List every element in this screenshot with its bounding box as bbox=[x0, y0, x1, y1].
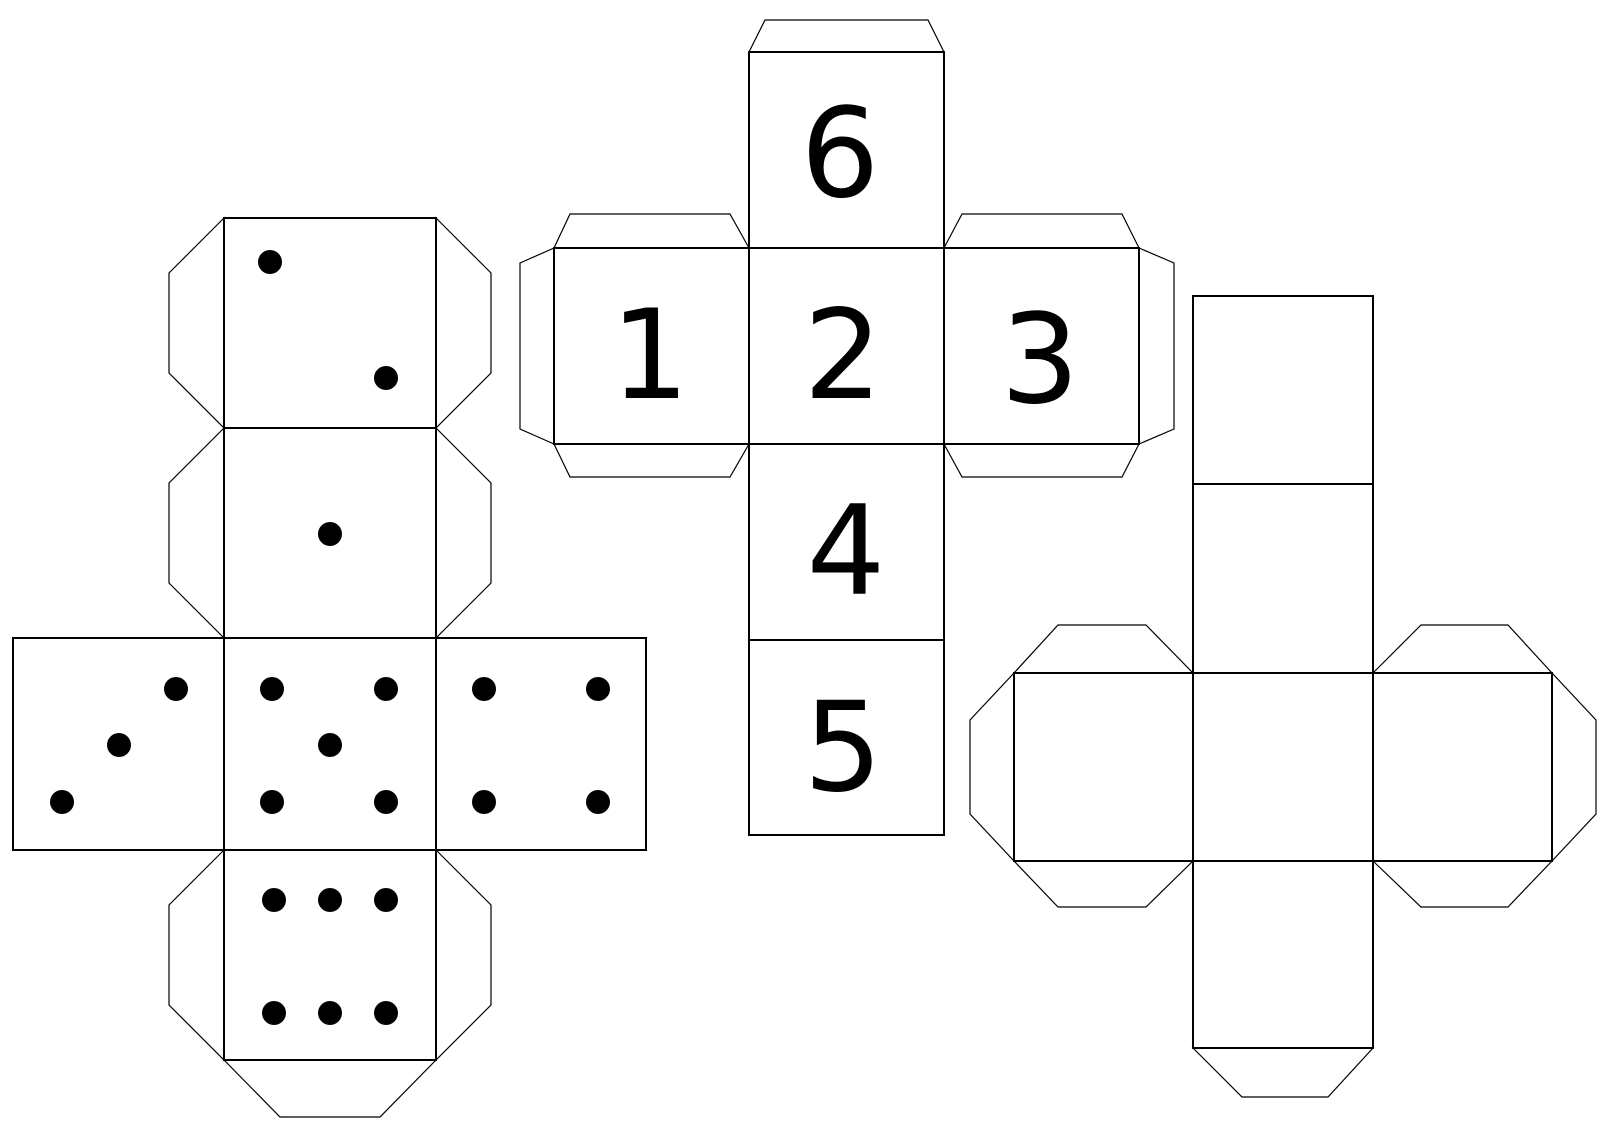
tab-blank-left-bottom bbox=[1012, 860, 1195, 908]
tab-blank-bottom bbox=[1191, 1047, 1375, 1098]
pip bbox=[374, 366, 398, 390]
pip bbox=[164, 677, 188, 701]
tab-dot-upper-left bbox=[168, 426, 225, 640]
tab-num-left-side bbox=[519, 247, 555, 445]
pip bbox=[318, 522, 342, 546]
pip bbox=[258, 250, 282, 274]
face-label-bottom: 5 bbox=[804, 676, 883, 820]
face-blank-center bbox=[1192, 672, 1374, 862]
face-blank-bottom bbox=[1192, 860, 1374, 1049]
pip bbox=[374, 1001, 398, 1025]
tab-blank-right-bottom bbox=[1371, 860, 1554, 908]
pip bbox=[107, 733, 131, 757]
pip bbox=[586, 790, 610, 814]
tab-blank-right-top bbox=[1371, 624, 1554, 674]
pip bbox=[374, 677, 398, 701]
tab-dot-bottom-right bbox=[435, 848, 492, 1062]
face-blank-upper-middle bbox=[1192, 483, 1374, 674]
face-label-left: 1 bbox=[611, 284, 690, 428]
face-num-center bbox=[748, 247, 945, 445]
pips-face-five bbox=[260, 677, 398, 814]
pip bbox=[374, 790, 398, 814]
tab-dot-upper-right bbox=[435, 426, 492, 640]
pip bbox=[586, 677, 610, 701]
pip bbox=[374, 888, 398, 912]
numbered-die-net: 6 1 2 3 4 5 bbox=[519, 19, 1175, 836]
pip bbox=[260, 677, 284, 701]
face-blank-right bbox=[1372, 672, 1553, 862]
tab-blank-right-side bbox=[1551, 671, 1597, 863]
face-num-right bbox=[943, 247, 1140, 445]
tab-num-left-top bbox=[553, 213, 751, 249]
face-label-below-center: 4 bbox=[807, 480, 886, 624]
face-dot-top bbox=[223, 217, 437, 429]
tab-dot-bottom-left bbox=[168, 848, 225, 1062]
tab-num-top bbox=[748, 19, 945, 53]
pip bbox=[472, 790, 496, 814]
pip bbox=[318, 888, 342, 912]
pip bbox=[50, 790, 74, 814]
tab-num-right-top bbox=[943, 213, 1140, 249]
face-dot-bottom bbox=[223, 849, 437, 1061]
pip bbox=[262, 1001, 286, 1025]
face-label-right: 3 bbox=[1001, 288, 1080, 432]
face-label-top: 6 bbox=[801, 82, 880, 226]
pip bbox=[260, 790, 284, 814]
tab-blank-left-side bbox=[969, 671, 1015, 863]
face-dot-right bbox=[435, 637, 647, 851]
face-num-bottom bbox=[748, 639, 945, 836]
tab-num-right-side bbox=[1138, 247, 1175, 445]
face-num-below-center bbox=[748, 443, 945, 641]
pip bbox=[318, 1001, 342, 1025]
tab-num-left-bottom bbox=[553, 443, 751, 478]
pip bbox=[472, 677, 496, 701]
pips-face-four bbox=[472, 677, 610, 814]
face-num-top bbox=[748, 51, 945, 249]
pip bbox=[262, 888, 286, 912]
pips-face-six bbox=[262, 888, 398, 1025]
face-blank-left bbox=[1013, 672, 1194, 862]
pips-face-one bbox=[318, 522, 342, 546]
face-blank-top bbox=[1192, 295, 1374, 485]
pips-face-two bbox=[258, 250, 398, 390]
pip bbox=[318, 733, 342, 757]
tab-dot-bottom bbox=[222, 1059, 438, 1118]
pips-face-three bbox=[50, 677, 188, 814]
face-label-center: 2 bbox=[804, 284, 883, 428]
tab-dot-top-left bbox=[168, 216, 225, 430]
tab-num-right-bottom bbox=[942, 443, 1140, 478]
dotted-die-net bbox=[12, 216, 647, 1118]
face-num-left bbox=[553, 247, 750, 445]
tab-blank-left-top bbox=[1012, 624, 1195, 674]
tab-dot-top-right bbox=[435, 216, 492, 430]
blank-die-net bbox=[969, 295, 1597, 1098]
